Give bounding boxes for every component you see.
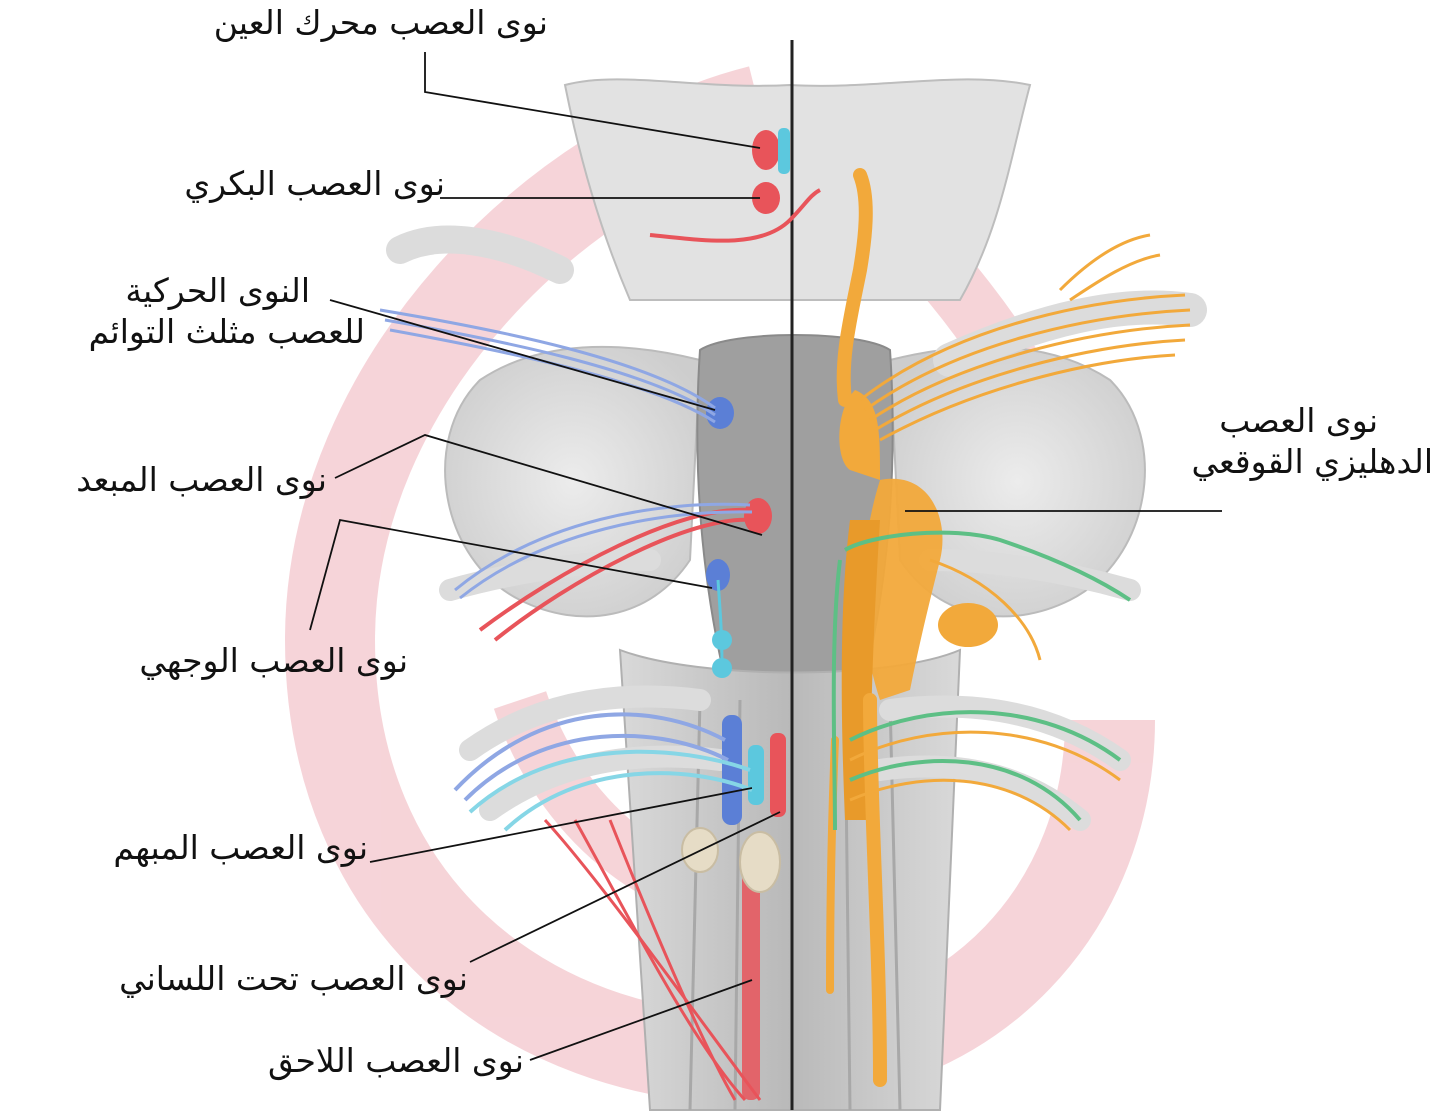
hypoglossal-nucleus <box>770 733 786 817</box>
label-vestibulocochlear-line2: الدهليزي القوقعي <box>1191 441 1433 482</box>
facial-nucleus <box>744 498 772 534</box>
label-facial: نوى العصب الوجهي <box>139 640 408 681</box>
label-vagus: نوى العصب المبهم <box>113 827 368 868</box>
label-accessory: نوى العصب اللاحق <box>268 1040 524 1081</box>
oculomotor-nucleus <box>752 130 780 170</box>
label-trigeminal-line1: النوى الحركية <box>89 270 310 311</box>
label-abducens: نوى العصب المبعد <box>76 459 327 500</box>
label-vestibulocochlear: نوى العصب الدهليزي القوقعي <box>1191 400 1433 483</box>
edinger-westphal-nucleus <box>778 128 790 174</box>
label-oculomotor: نوى العصب محرك العين <box>214 2 548 43</box>
label-vestibulocochlear-line1: نوى العصب <box>1191 400 1378 441</box>
label-hypoglossal: نوى العصب تحت اللساني <box>119 958 468 999</box>
nucleus-ambiguus <box>722 715 742 825</box>
label-trochlear: نوى العصب البكري <box>184 163 445 204</box>
label-trigeminal-line2: للعصب مثلث التوائم <box>89 311 365 352</box>
label-trigeminal: النوى الحركية للعصب مثلث التوائم <box>89 270 365 353</box>
dorsal-vagal-nucleus <box>748 745 764 805</box>
